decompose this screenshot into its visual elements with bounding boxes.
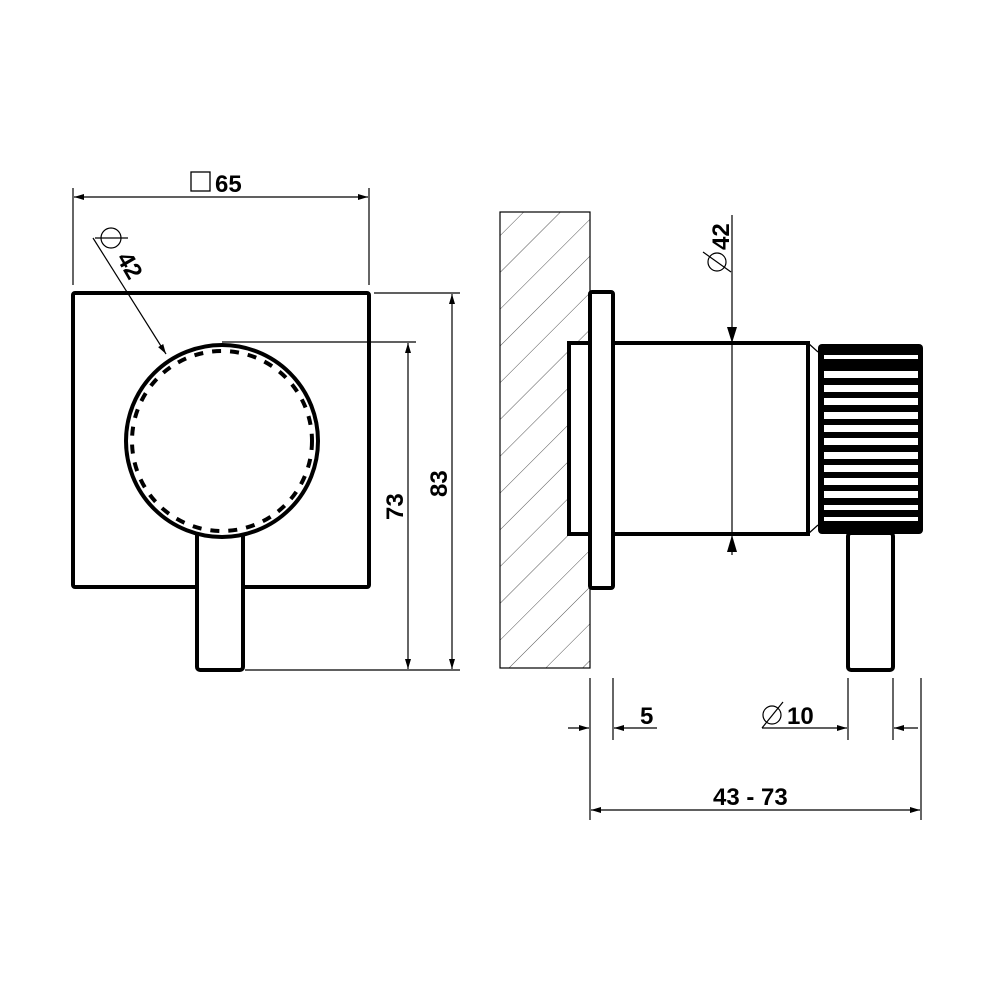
lever-diameter-label: 10 bbox=[787, 703, 814, 730]
arrow-icon bbox=[727, 327, 737, 343]
knob-diameter-front-label: 42 bbox=[111, 248, 148, 285]
front-view: 65 42 73 83 bbox=[71, 171, 460, 672]
lever-side bbox=[846, 531, 895, 672]
knurled-knob-front bbox=[124, 343, 320, 539]
flange-thickness-label: 5 bbox=[640, 703, 653, 730]
square-symbol-icon bbox=[190, 171, 211, 192]
chamfer bbox=[807, 342, 819, 535]
side-view: 42 5 10 43 - 73 bbox=[499, 211, 923, 820]
projection-range-label: 43 - 73 bbox=[713, 784, 788, 811]
leader-line-diameter bbox=[92, 237, 167, 355]
diameter-symbol-icon bbox=[95, 227, 128, 249]
knurled-knob-side bbox=[818, 344, 923, 534]
knurl-teeth bbox=[130, 349, 314, 533]
total-height-label: 83 bbox=[426, 470, 453, 497]
knob-diameter-side-label: 42 bbox=[708, 223, 735, 250]
arrow-icon bbox=[727, 535, 737, 552]
handle-height-label: 73 bbox=[382, 493, 409, 520]
flange bbox=[588, 290, 615, 590]
lever-front bbox=[195, 526, 245, 672]
valve-body bbox=[611, 341, 810, 536]
dimension-width-label: 65 bbox=[215, 171, 242, 198]
diameter-symbol-icon bbox=[702, 251, 732, 273]
diameter-symbol-icon bbox=[761, 701, 784, 729]
